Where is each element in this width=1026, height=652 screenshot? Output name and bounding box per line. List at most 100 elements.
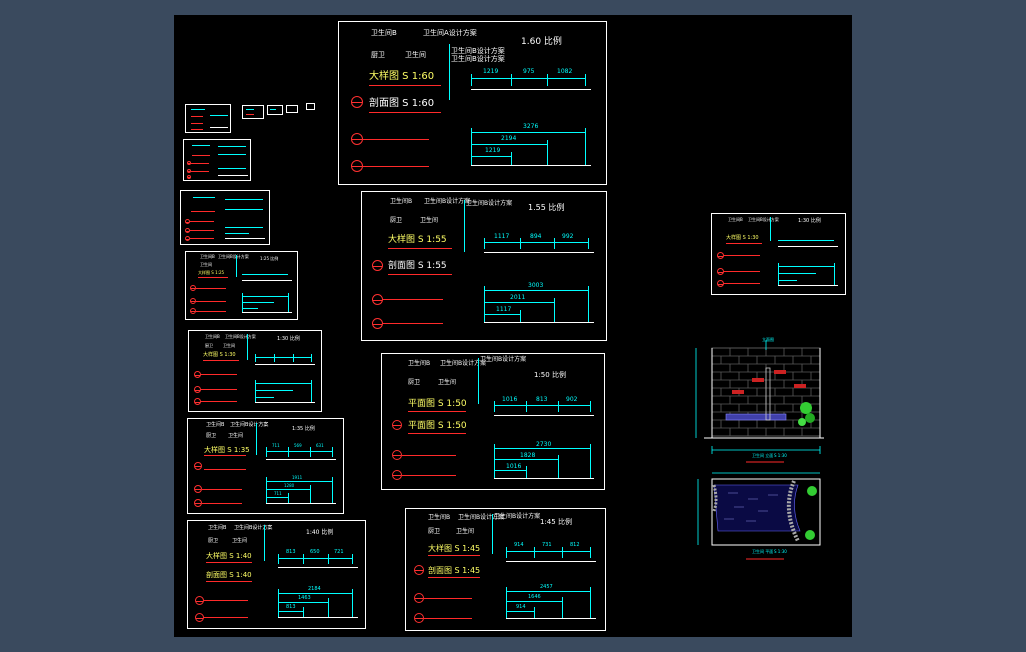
sheet-title: 卫生间B bbox=[208, 525, 227, 531]
dimension-tick bbox=[471, 74, 472, 86]
dimension-value: 731 bbox=[542, 542, 552, 548]
curved-border bbox=[786, 480, 800, 542]
dimension-value: 569 bbox=[294, 443, 302, 448]
dimension-line bbox=[255, 390, 293, 391]
dimension-value: 812 bbox=[570, 542, 580, 548]
dimension-tick bbox=[511, 152, 512, 166]
drawing-title: 剖面图 S 1:60 bbox=[369, 98, 435, 109]
dimension-line bbox=[193, 197, 215, 198]
dimension-tick bbox=[526, 466, 527, 478]
title-underline bbox=[726, 243, 762, 244]
sheet-room-label: 卫生间 bbox=[232, 538, 248, 544]
dimension-tick bbox=[554, 298, 555, 322]
dimension-tick bbox=[494, 401, 495, 412]
sheet-scale-3[interactable] bbox=[286, 105, 298, 113]
dimension-line bbox=[471, 78, 585, 79]
dimension-line bbox=[778, 266, 834, 267]
symbol-line bbox=[201, 374, 237, 375]
sheet-scale-10[interactable] bbox=[185, 104, 231, 133]
title-underline bbox=[388, 274, 452, 275]
sheet-scale: 1.55 比例 bbox=[528, 203, 565, 212]
section-symbol bbox=[351, 96, 363, 108]
symbol-line bbox=[196, 301, 226, 302]
section-symbol bbox=[194, 398, 201, 405]
section-symbol bbox=[190, 298, 196, 304]
dimension-tick bbox=[562, 597, 563, 618]
section-symbol bbox=[351, 160, 363, 172]
dimension-tick bbox=[255, 354, 256, 362]
dimension-value: 1219 bbox=[485, 147, 501, 154]
symbol-line bbox=[191, 123, 203, 124]
dimension-value: 1016 bbox=[506, 463, 522, 470]
base-line bbox=[266, 503, 336, 504]
dimension-tick bbox=[534, 607, 535, 618]
sheet-room-label: 卫生间 bbox=[223, 343, 235, 348]
elevation-drawing[interactable] bbox=[694, 338, 829, 468]
dimension-tick bbox=[534, 547, 535, 558]
dimension-tick bbox=[310, 447, 311, 457]
drawing-title: 大样图 S 1:40 bbox=[206, 552, 252, 560]
dimension-tick bbox=[590, 444, 591, 478]
symbol-line bbox=[402, 455, 456, 456]
sheet-scale-25[interactable]: 卫生间B 卫生间B设计方案 卫生间 1:25 比例 大样图 S 1:25 bbox=[185, 251, 298, 320]
dimension-line bbox=[242, 302, 274, 303]
section-symbol bbox=[195, 596, 204, 605]
dimension-value: 992 bbox=[562, 233, 574, 240]
dimension-line bbox=[266, 451, 332, 452]
dimension-tick bbox=[494, 444, 495, 478]
sheet-scale-45[interactable]: 卫生间B 卫生间B设计方案 厨卫 卫生间 卫生间B设计方案 1:45 比例 大样… bbox=[405, 508, 606, 631]
dimension-tick bbox=[547, 74, 548, 86]
dimension-value: 975 bbox=[523, 68, 535, 75]
section-symbol bbox=[194, 462, 202, 470]
dimension-value: 711 bbox=[272, 443, 280, 448]
sheet-right-scale-30[interactable]: 卫生间B 卫生间B设计方案 1:30 比例 大样图 S 1:30 bbox=[711, 213, 846, 295]
base-line bbox=[494, 478, 594, 479]
dimension-tick bbox=[520, 238, 521, 249]
dimension-line bbox=[494, 405, 590, 406]
sheet-room-label: 厨卫 bbox=[408, 379, 421, 386]
sheet-scale-50[interactable]: 卫生间B 卫生间B设计方案 厨卫 卫生间 卫生间B设计方案 1:50 比例 平面… bbox=[381, 353, 605, 490]
sheet-note: 卫生间B设计方案 bbox=[494, 513, 541, 520]
symbol-line bbox=[424, 618, 472, 619]
dimension-line bbox=[471, 156, 511, 157]
sheet-scale-35[interactable]: 卫生间B 卫生间B设计方案 厨卫 卫生间 1:35 比例 大样图 S 1:35 … bbox=[187, 418, 344, 514]
sheet-title: 卫生间B设计方案 bbox=[458, 514, 505, 521]
bench bbox=[725, 413, 787, 421]
drawing-title: 大样图 S 1:55 bbox=[388, 235, 447, 245]
sheet-scale-60[interactable]: 卫生间B 卫生间A设计方案 厨卫 卫生间 卫生间B设计方案 卫生间B设计方案 1… bbox=[338, 21, 607, 185]
sheet-scale-40[interactable]: 卫生间B 卫生间B设计方案 厨卫 卫生间 1:40 比例 大样图 S 1:40 … bbox=[187, 520, 366, 629]
dimension-line bbox=[778, 280, 797, 281]
cad-model-space[interactable]: 卫生间B 卫生间A设计方案 厨卫 卫生间 卫生间B设计方案 卫生间B设计方案 1… bbox=[174, 15, 852, 637]
section-symbol bbox=[187, 175, 191, 179]
drawing-title: 平面图 S 1:50 bbox=[408, 399, 467, 409]
sheet-scale: 1:35 比例 bbox=[292, 426, 315, 432]
symbol-line bbox=[724, 271, 760, 272]
dimension-value: 1280 bbox=[284, 483, 295, 488]
base-line bbox=[242, 280, 292, 281]
sheet-scale-20[interactable] bbox=[180, 190, 270, 245]
sheet-title: 卫生间B bbox=[205, 334, 220, 339]
dimension-value: 2194 bbox=[501, 135, 517, 142]
symbol-line bbox=[363, 139, 429, 140]
base-line bbox=[506, 561, 596, 562]
sheet-scale-30[interactable]: 卫生间B 卫生间B设计方案 厨卫 卫生间 1:30 比例 大样图 S 1:30 bbox=[188, 330, 322, 412]
drawing-title: 剖面图 S 1:55 bbox=[388, 261, 447, 271]
drawing-title: 剖面图 S 1:45 bbox=[428, 566, 481, 575]
dimension-tick bbox=[293, 354, 294, 362]
sheet-scale-2[interactable] bbox=[306, 103, 315, 110]
base-line bbox=[218, 175, 248, 176]
sheet-title: 卫生间B设计方案 bbox=[440, 360, 487, 367]
symbol-line bbox=[424, 598, 472, 599]
drawing-title: 大样图 S 1:30 bbox=[726, 235, 759, 241]
sheet-scale-55[interactable]: 卫生间B 卫生间B设计方案 厨卫 卫生间 卫生间B设计方案 1.55 比例 大样… bbox=[361, 191, 607, 341]
sheet-scale-15[interactable] bbox=[183, 139, 251, 181]
dimension-value: 1646 bbox=[528, 594, 541, 600]
title-underline bbox=[206, 562, 252, 563]
sheet-scale-7[interactable] bbox=[242, 105, 264, 119]
dimension-tick bbox=[526, 401, 527, 412]
tiled-edge bbox=[712, 484, 718, 512]
symbol-line bbox=[246, 114, 254, 115]
sheet-scale-5[interactable] bbox=[267, 105, 283, 115]
base-line bbox=[255, 402, 315, 403]
plan-drawing[interactable] bbox=[694, 471, 829, 567]
